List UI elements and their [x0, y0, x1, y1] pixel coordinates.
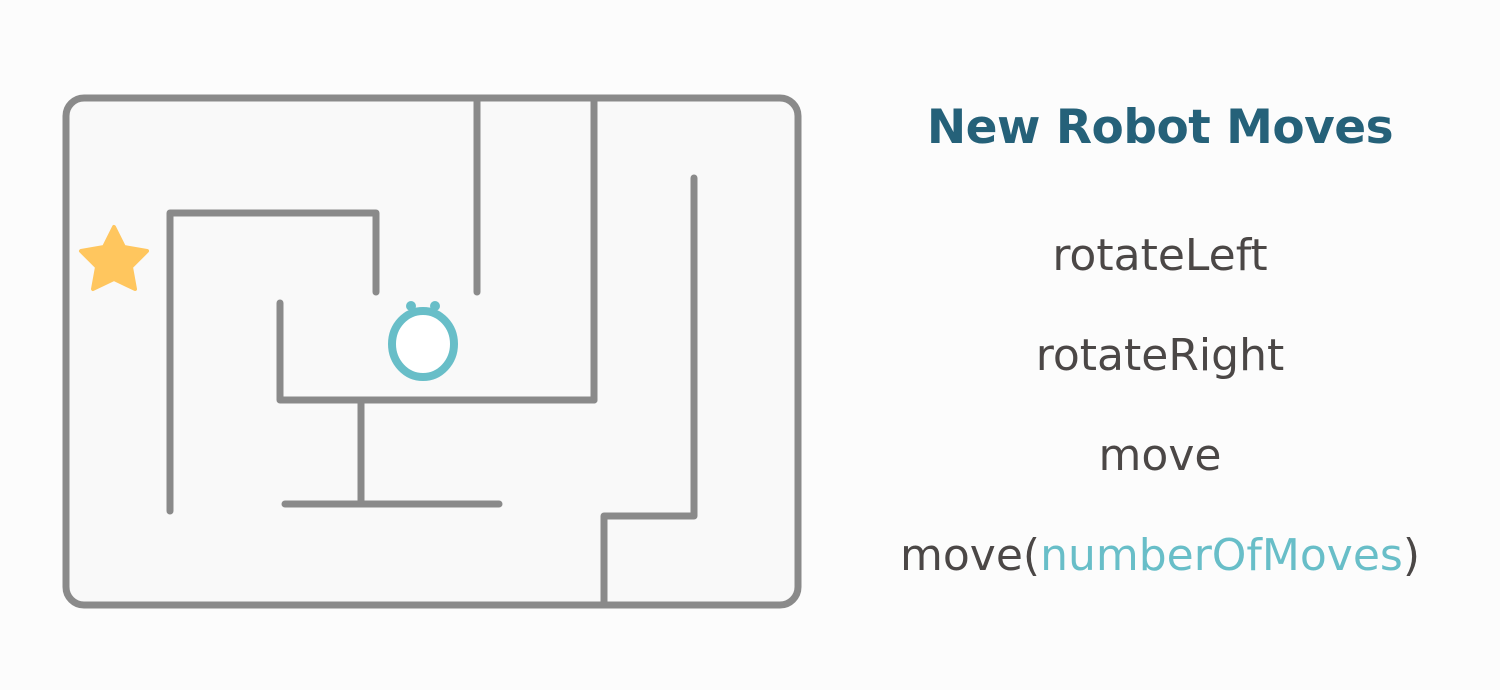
- maze-walls: [166, 94, 698, 609]
- command-move-n-suffix: ): [1402, 530, 1420, 581]
- command-rotate-left: rotateLeft: [1052, 230, 1268, 281]
- command-move-n: move(numberOfMoves): [880, 530, 1440, 581]
- command-move-n-param: numberOfMoves: [1040, 530, 1403, 581]
- panel-title: New Robot Moves: [926, 100, 1394, 155]
- robot-icon: [388, 301, 458, 381]
- moves-panel: New Robot Moves: [880, 90, 1440, 155]
- star-icon: [79, 225, 149, 291]
- command-move: move: [1098, 430, 1222, 481]
- command-rotate-right: rotateRight: [1035, 330, 1285, 381]
- command-move-n-name: move(: [900, 530, 1041, 581]
